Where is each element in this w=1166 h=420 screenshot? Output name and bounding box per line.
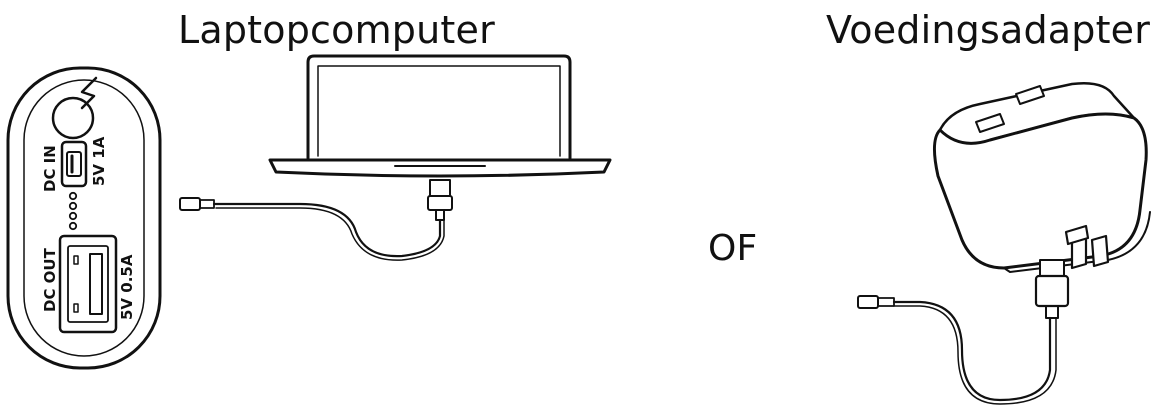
- laptop-usb-plug: [427, 179, 453, 221]
- power-button: [51, 76, 98, 140]
- dc-in-label: DC IN: [41, 145, 59, 192]
- wall-adapter: [933, 82, 1151, 273]
- adapter-caption: Voedingsadapter: [826, 8, 1151, 52]
- or-caption: OF: [708, 228, 758, 269]
- laptop-cable: [179, 197, 445, 261]
- laptop-caption: Laptopcomputer: [178, 8, 495, 52]
- dc-out-rating: 5V 0.5A: [118, 254, 136, 320]
- adapter-prongs: [1064, 224, 1110, 270]
- laptop: [268, 54, 612, 221]
- led-indicators: [68, 191, 78, 231]
- dc-out-label: DC OUT: [41, 247, 59, 312]
- power-bank: DC IN 5V 1A DC OUT 5V 0.5A: [6, 66, 162, 370]
- dc-out-port: [58, 234, 118, 334]
- dc-in-port: [60, 140, 88, 188]
- lightning-icon: [80, 76, 98, 110]
- adapter-cable: [857, 259, 1070, 405]
- adapter-usb-ports: [975, 85, 1045, 133]
- dc-in-rating: 5V 1A: [90, 136, 108, 186]
